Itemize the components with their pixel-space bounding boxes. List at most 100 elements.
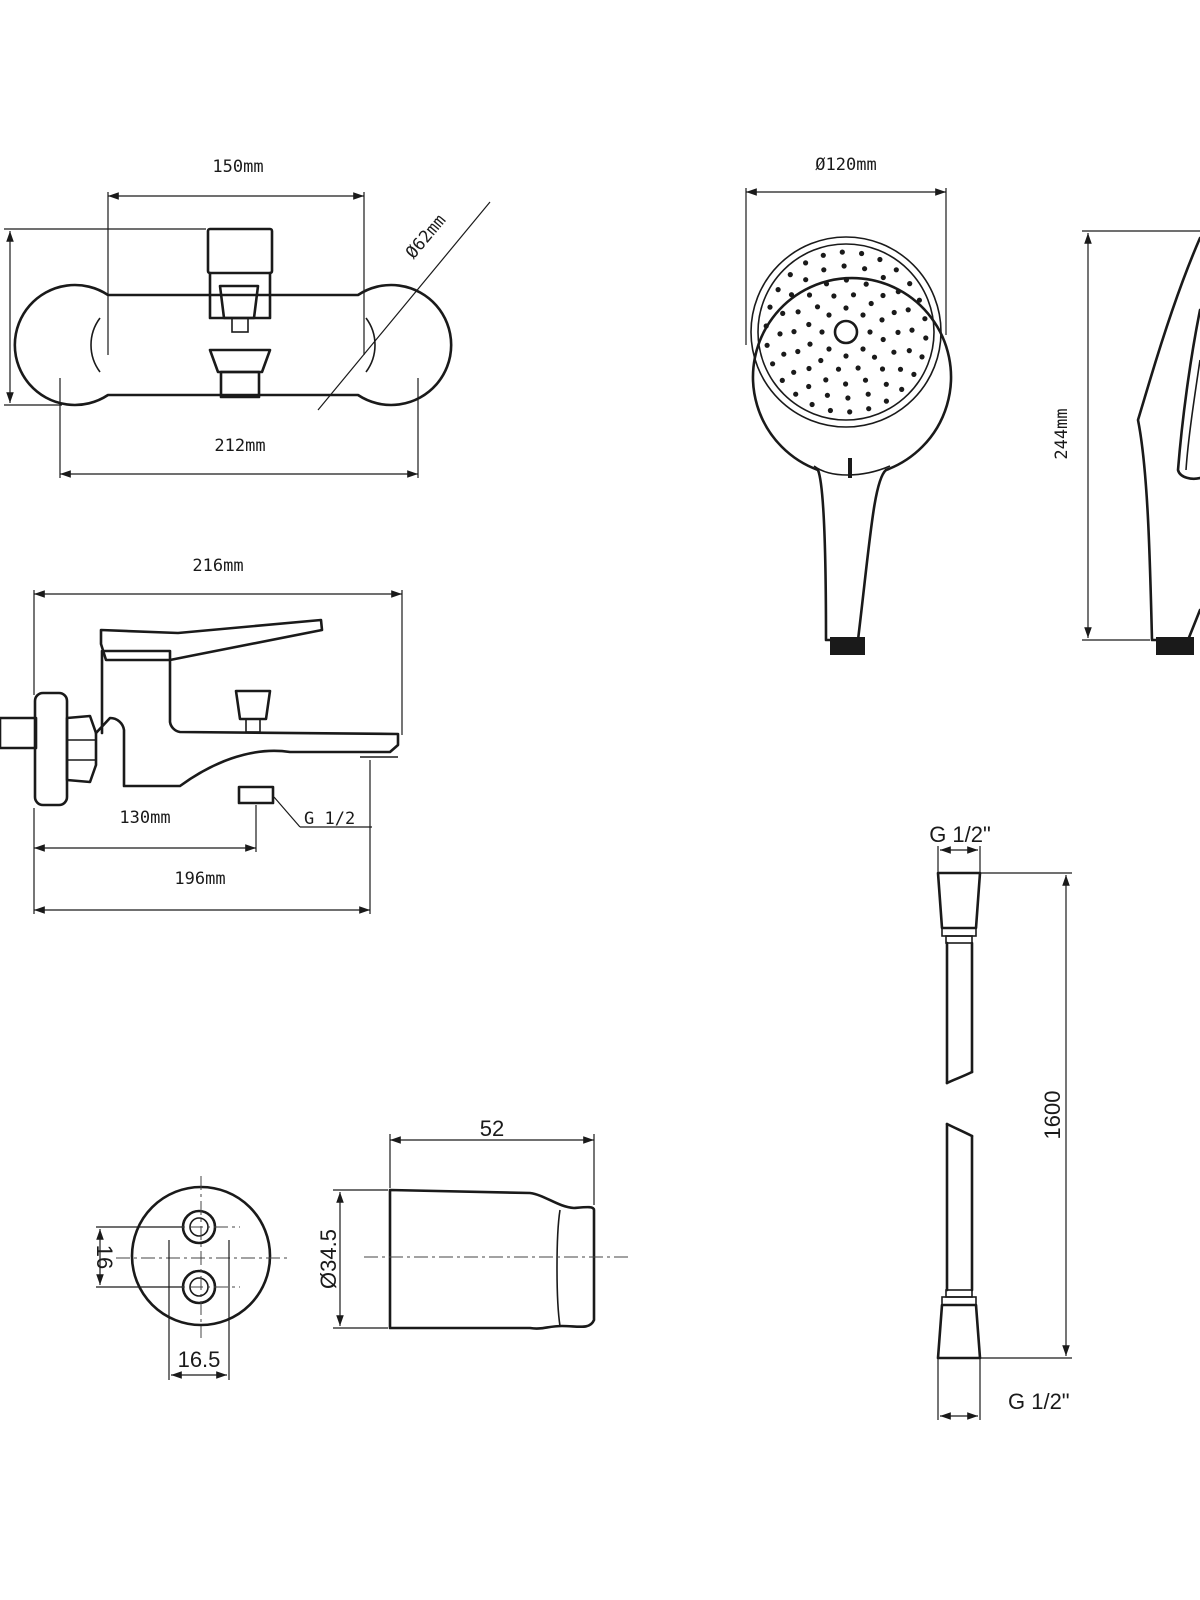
nozzle-dot xyxy=(809,401,815,408)
nozzle-dot xyxy=(862,377,869,383)
nozzle-dot xyxy=(793,391,799,397)
nozzle-dot xyxy=(899,386,905,392)
nozzle-dot xyxy=(770,361,776,367)
nozzle-dot xyxy=(763,323,769,329)
side-thread-label: G 1/2 xyxy=(304,809,355,829)
shower-head-side-view: 244mm xyxy=(1052,230,1200,655)
nozzle-dot xyxy=(777,331,783,337)
plate-spacing-label: 16 xyxy=(92,1245,117,1269)
nozzle-dot xyxy=(919,354,925,360)
nozzle-dot xyxy=(880,274,886,281)
nozzle-dot xyxy=(860,312,866,318)
nozzle-dot xyxy=(788,292,795,298)
nozzle-dot xyxy=(821,267,827,273)
head-diameter-label: Ø120mm xyxy=(815,155,876,175)
nozzle-dot xyxy=(791,369,797,375)
nozzle-dot xyxy=(775,287,781,293)
nozzle-dot xyxy=(907,281,913,287)
nozzle-dot xyxy=(880,292,886,299)
nozzle-dot xyxy=(847,409,853,415)
nozzle-dot xyxy=(911,371,917,377)
nozzle-dot xyxy=(879,317,885,323)
nozzle-dot xyxy=(909,327,915,333)
nozzle-dot xyxy=(807,341,813,347)
nozzle-dot xyxy=(923,335,929,341)
nozzle-dot xyxy=(843,277,850,283)
nozzle-dot xyxy=(865,391,871,397)
side-total-label: 216mm xyxy=(192,556,243,576)
nozzle-dot xyxy=(855,365,861,371)
nozzle-dot xyxy=(906,348,912,354)
holder-length-label: 52 xyxy=(480,1116,504,1141)
nozzle-dot xyxy=(806,383,812,390)
nozzle-dot xyxy=(850,292,857,298)
nozzle-dot xyxy=(843,305,849,311)
nozzle-dot xyxy=(897,366,904,372)
top-diameter-label: Ø62mm xyxy=(402,211,450,263)
nozzle-dot xyxy=(814,304,821,310)
nozzle-dot xyxy=(824,392,831,398)
nozzle-dot xyxy=(871,354,878,360)
nozzle-dot xyxy=(905,307,911,313)
nozzle-dot xyxy=(843,353,849,359)
nozzle-dot xyxy=(866,406,872,412)
nozzle-dot xyxy=(879,366,886,372)
nozzle-dot xyxy=(835,366,842,372)
nozzle-dot xyxy=(867,329,873,335)
nozzle-dot xyxy=(795,309,801,315)
nozzle-dot xyxy=(803,277,809,283)
nozzle-dot xyxy=(859,250,865,257)
nozzle-dot xyxy=(883,398,890,404)
nozzle-dot xyxy=(893,267,899,273)
nozzle-dot xyxy=(827,407,834,414)
plate-offset-label: 16.5 xyxy=(178,1347,221,1372)
nozzle-dot xyxy=(916,297,923,303)
nozzle-dot xyxy=(883,381,889,387)
hose-length-label: 1600 xyxy=(1040,1091,1065,1140)
nozzle-dot xyxy=(843,381,849,387)
nozzle-dot xyxy=(820,252,826,258)
nozzle-dot xyxy=(841,263,847,269)
nozzle-dot xyxy=(823,377,829,383)
nozzle-dot xyxy=(877,256,883,263)
spray-nozzles xyxy=(763,249,929,415)
nozzle-dot xyxy=(795,348,801,355)
nozzle-dot xyxy=(860,346,866,352)
head-length-label: 244mm xyxy=(1052,408,1072,459)
nozzle-dot xyxy=(819,329,825,335)
nozzle-dot xyxy=(863,281,869,287)
nozzle-dot xyxy=(806,321,812,328)
nozzle-dot xyxy=(781,351,787,357)
nozzle-dot xyxy=(767,304,773,310)
shower-head-front-view: Ø120mm xyxy=(745,155,953,655)
nozzle-dot xyxy=(826,312,832,318)
nozzle-dot xyxy=(839,249,845,255)
shower-hose-view: G 1/2" 1600 G 1/2" xyxy=(929,822,1072,1420)
nozzle-dot xyxy=(895,289,901,295)
nozzle-dot xyxy=(803,260,809,266)
top-width-label: 150mm xyxy=(212,157,263,177)
side-outlet-label: 130mm xyxy=(119,808,170,828)
nozzle-dot xyxy=(891,309,897,316)
nozzle-dot xyxy=(791,329,797,335)
hose-top-thread-label: G 1/2" xyxy=(929,822,991,847)
nozzle-dot xyxy=(862,266,868,272)
nozzle-dot xyxy=(922,316,928,322)
shower-holder-view: 52 Ø34.5 xyxy=(316,1116,628,1330)
nozzle-dot xyxy=(780,310,786,316)
nozzle-dot xyxy=(806,292,813,298)
nozzle-dot xyxy=(787,272,793,278)
nozzle-dot xyxy=(880,336,886,343)
side-base-label: 196mm xyxy=(174,869,225,889)
nozzle-dot xyxy=(826,346,832,352)
wall-plate-view: 16 16.5 xyxy=(92,1176,290,1380)
holder-diameter-label: Ø34.5 xyxy=(316,1229,341,1289)
nozzle-dot xyxy=(806,365,812,372)
nozzle-dot xyxy=(868,300,874,307)
hose-bottom-thread-label: G 1/2" xyxy=(1008,1389,1070,1414)
nozzle-dot xyxy=(764,342,770,348)
top-total-label: 212mm xyxy=(214,436,265,456)
nozzle-dot xyxy=(831,293,837,299)
nozzle-dot xyxy=(779,377,785,383)
